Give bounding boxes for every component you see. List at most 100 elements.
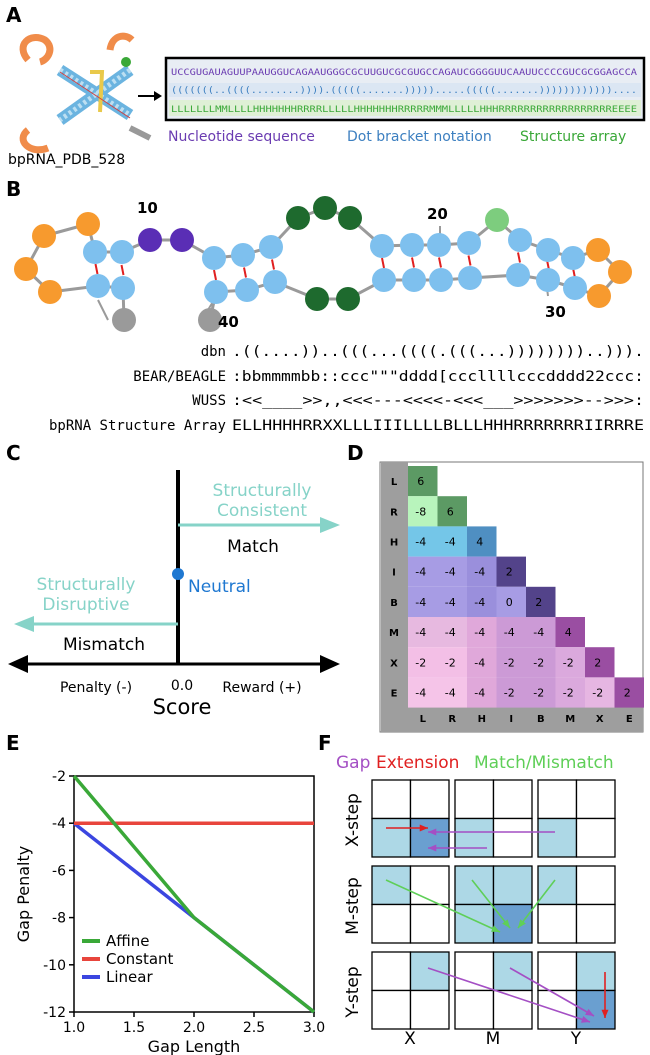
matrix-value: -4 bbox=[445, 566, 456, 579]
legend-label-constant: Constant bbox=[106, 950, 174, 968]
legend-label-affine: Affine bbox=[106, 932, 150, 950]
row-name-structure-array: bpRNA Structure Array bbox=[49, 418, 226, 434]
x-tick-label: 3.0 bbox=[303, 1020, 325, 1036]
matrix-cell bbox=[437, 586, 467, 617]
y-tick-label: -2 bbox=[52, 769, 66, 785]
dp-arrowhead bbox=[601, 1009, 609, 1018]
y-tick-label: -6 bbox=[52, 863, 66, 879]
dp-cell bbox=[492, 951, 533, 992]
structure-array-text: LLLLLLLMMLLLLHHHHHHHRRRRLLLLLHHHHHHHRRRR… bbox=[171, 105, 637, 115]
matrix-cell bbox=[467, 586, 497, 617]
matrix-value: -2 bbox=[592, 687, 603, 700]
dp-cell bbox=[409, 817, 450, 858]
matrix-cell bbox=[467, 617, 497, 648]
base-pair-bond bbox=[120, 264, 125, 276]
dp-arrowhead bbox=[491, 925, 500, 932]
nucleotide-stem bbox=[536, 238, 560, 262]
column-label-y: Y bbox=[570, 1029, 582, 1049]
row-label-H: H bbox=[390, 538, 398, 549]
series-line-affine bbox=[72, 774, 316, 1014]
nucleotide-internal bbox=[338, 206, 362, 230]
molecule-name: bpRNA_PDB_528 bbox=[8, 152, 125, 168]
dp-cell bbox=[409, 951, 450, 992]
matrix-cell bbox=[555, 677, 585, 708]
m-step-label: M-step bbox=[343, 877, 363, 935]
matrix-cell bbox=[408, 526, 438, 557]
dp-cell bbox=[371, 817, 412, 858]
dp-cell bbox=[409, 779, 450, 820]
base-pair-bond bbox=[271, 259, 275, 270]
penalty-label: Penalty (-) bbox=[60, 680, 132, 696]
position-label-10: 10 bbox=[137, 199, 158, 217]
matrix-cell bbox=[526, 677, 556, 708]
matrix-cell bbox=[555, 617, 585, 648]
nucleotide-stem bbox=[370, 234, 394, 258]
matrix-value: -2 bbox=[533, 687, 544, 700]
row-label-X: X bbox=[390, 658, 398, 669]
matrix-value: -4 bbox=[445, 596, 456, 609]
nucleotide-hairpin bbox=[76, 212, 100, 236]
matrix-value: -2 bbox=[504, 656, 515, 669]
y-tick-label: -8 bbox=[52, 911, 66, 927]
dp-step-grids bbox=[371, 779, 616, 1030]
matrix-cell bbox=[526, 647, 556, 678]
base-pair-bond bbox=[517, 252, 521, 263]
x-tick-label: 2.5 bbox=[243, 1020, 265, 1036]
column-label-I: I bbox=[509, 714, 513, 725]
dp-cell bbox=[371, 951, 412, 992]
dp-arrow bbox=[471, 879, 511, 929]
matrix-value: -4 bbox=[474, 566, 485, 579]
column-label-m: M bbox=[486, 1029, 501, 1049]
nucleotide-internal bbox=[336, 287, 360, 311]
nucleotide-gray bbox=[112, 308, 136, 332]
mismatch-arrowhead bbox=[14, 616, 34, 632]
match-arrowhead bbox=[320, 517, 340, 533]
y-tick-label: -10 bbox=[43, 958, 66, 974]
matrix-cell bbox=[555, 647, 585, 678]
match-label: Match bbox=[227, 537, 279, 557]
nucleotide-hairpin bbox=[587, 284, 611, 308]
dp-cell bbox=[409, 865, 450, 906]
matrix-cell bbox=[408, 556, 438, 587]
nucleotide-stem bbox=[508, 228, 532, 252]
x-step-label: X-step bbox=[343, 793, 363, 847]
row-label-M: M bbox=[389, 628, 399, 639]
dot-bracket-text: (((((((..((((........)))).(((((.......))… bbox=[171, 86, 637, 96]
matrix-value: -2 bbox=[533, 656, 544, 669]
y-step-label: Y-step bbox=[343, 966, 363, 1018]
matrix-cell bbox=[437, 647, 467, 678]
matrix-cell bbox=[496, 586, 526, 617]
caption-nucleotide-sequence: Nucleotide sequence bbox=[168, 129, 315, 145]
matrix-cell bbox=[408, 617, 438, 648]
caption-structure-array: Structure array bbox=[520, 129, 626, 145]
matrix-value: -4 bbox=[415, 536, 426, 549]
nucleotide-hairpin bbox=[38, 280, 62, 304]
matrix-cell bbox=[437, 526, 467, 557]
dp-arrowhead bbox=[428, 828, 437, 836]
nucleotide-stem bbox=[536, 268, 560, 292]
matrix-cell bbox=[467, 677, 497, 708]
row-name-bear: BEAR/BEAGLE bbox=[133, 369, 226, 385]
y-tick-label: -12 bbox=[43, 1005, 66, 1021]
dp-cell bbox=[492, 817, 533, 858]
base-pair-bond bbox=[94, 263, 99, 275]
dp-cell bbox=[371, 779, 412, 820]
dp-cell bbox=[454, 903, 495, 944]
nucleotide-stem bbox=[400, 233, 424, 257]
structurally-disruptive-line2: Disruptive bbox=[42, 595, 129, 615]
row-value-dbn: .((....))..(((...((((.(((...))))))))..))… bbox=[232, 344, 644, 360]
panel-b-label: B bbox=[6, 177, 21, 201]
nucleotide-internal bbox=[313, 196, 337, 220]
matrix-value: -2 bbox=[563, 656, 574, 669]
sa-row-bg bbox=[169, 100, 641, 116]
y-axis-label: Gap Penalty bbox=[14, 846, 33, 943]
panel-d-label: D bbox=[347, 441, 364, 465]
structurally-consistent-line2: Consistent bbox=[217, 501, 307, 521]
row-label-L: L bbox=[391, 477, 398, 488]
base-pair-bond bbox=[213, 269, 217, 281]
matrix-cell bbox=[585, 647, 615, 678]
nucleotide-stem bbox=[110, 240, 134, 264]
matrix-cell bbox=[408, 647, 438, 678]
matrix-value: 2 bbox=[535, 596, 542, 609]
dp-cell bbox=[537, 903, 578, 944]
